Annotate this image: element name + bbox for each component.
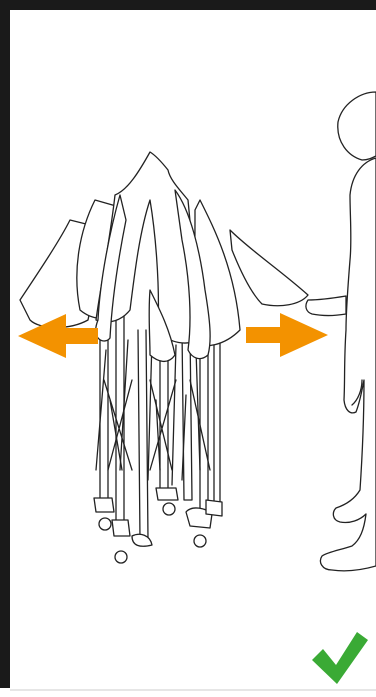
tent-fabric xyxy=(19,151,309,363)
person-arm xyxy=(305,295,347,317)
checkmark-icon xyxy=(312,632,368,684)
person-body xyxy=(319,157,376,572)
arrow-left-icon xyxy=(18,314,98,358)
tent-feet xyxy=(93,487,223,564)
folded-tent xyxy=(19,151,309,564)
person-head xyxy=(337,91,376,161)
person-figure xyxy=(305,91,376,572)
tent-legs xyxy=(95,299,221,541)
arrow-right-icon xyxy=(246,313,328,357)
pull-direction-arrows xyxy=(18,313,328,358)
